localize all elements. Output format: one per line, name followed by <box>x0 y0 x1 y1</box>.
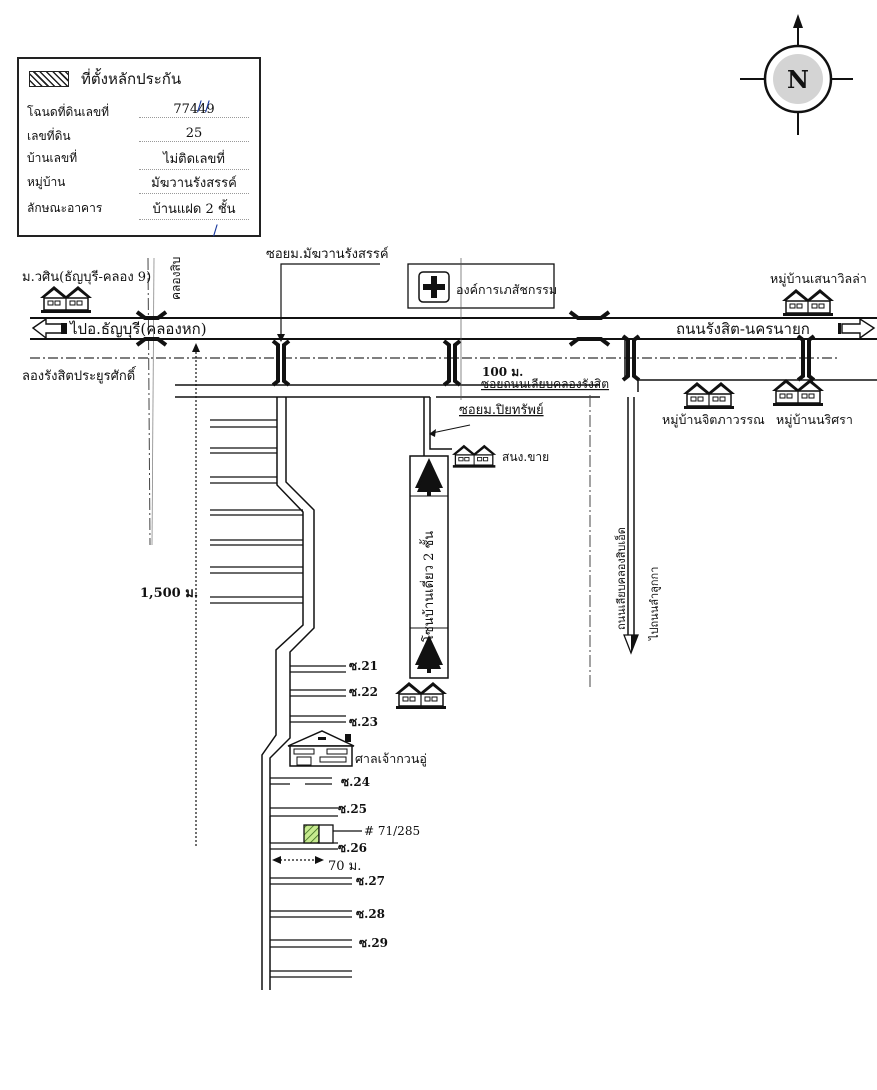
bridge-icon <box>135 310 168 320</box>
label-soi-21: ซ.21 <box>349 659 378 673</box>
legend-row-deed: โฉนดที่ดินเลขที่ 77449 <box>27 102 255 123</box>
house-icon <box>771 378 825 407</box>
label-road-canal-11: ถนนเลียบคลองสิบเอ็ด <box>614 527 628 630</box>
legend-key: เลขที่ดิน <box>27 129 71 143</box>
house-icon <box>39 285 93 314</box>
label-sales-office: สนง.ขาย <box>502 450 549 464</box>
north-compass-icon: N <box>740 14 853 135</box>
label-soi-28: ซ.28 <box>356 907 385 921</box>
label-pharmacy: องค์การเภสัชกรรม <box>456 282 557 297</box>
check-mark-icon: / <box>197 99 202 115</box>
label-soi-22: ซ.22 <box>349 685 378 699</box>
legend-value: ไม่ติดเลขที่ <box>139 148 249 170</box>
label-distance-70: 70 ม. <box>328 859 361 874</box>
label-canal-rangsit: ลองรังสิตประยูรศักดิ์ <box>22 366 137 384</box>
house-icon <box>451 444 497 469</box>
legend-value: บ้านแฝด 2 ชั้น <box>139 198 249 220</box>
shrine-icon <box>287 730 355 767</box>
label-main-road-left: ไปอ.ธัญบุรี(คลองหก) <box>69 320 207 339</box>
label-to-lamlukka: ไปถนนลำลูกกา <box>648 567 661 641</box>
legend-row-village: หมู่บ้าน มัฆวานรังสรรค์ <box>27 172 255 194</box>
collateral-plot[interactable] <box>303 824 320 844</box>
label-soi-26: ซ.26 <box>338 841 367 855</box>
label-zone-single-house: โซนบ้านเดี่ยว 2 ชั้น <box>419 531 437 642</box>
legend-key: โฉนดที่ดินเลขที่ <box>27 105 110 119</box>
check-mark-icon: / <box>213 223 218 239</box>
arrow-left-icon <box>31 317 67 340</box>
legend-key: บ้านเลขที่ <box>27 151 78 165</box>
label-soi-25: ซ.25 <box>338 802 367 816</box>
side-streets-right <box>270 665 352 978</box>
house-icon <box>394 681 448 710</box>
label-soi-piyasap: ซอยม.ปิยทรัพย์ <box>459 402 544 418</box>
legend-row-house-number: บ้านเลขที่ ไม่ติดเลขที่ <box>27 148 255 170</box>
label-village-narisara: หมู่บ้านนริศรา <box>776 412 853 428</box>
soi-piyasap-road <box>423 397 452 458</box>
label-canal-khlong-sip: คลองสิบ <box>169 257 183 300</box>
label-main-road-right: ถนนรังสิต-นครนายก <box>676 320 810 338</box>
canal-khlong-sip <box>147 257 151 546</box>
label-soi-29: ซ.29 <box>359 936 388 950</box>
legend-value: มัฆวานรังสรรค์ <box>139 172 249 194</box>
label-soi-24: ซ.24 <box>341 775 370 789</box>
hatched-collateral-icon <box>29 71 69 87</box>
label-soi-27: ซ.27 <box>356 874 385 888</box>
label-village-senavilla: หมู่บ้านเสนาวิลล่า <box>770 271 867 287</box>
label-shrine: ศาลเจ้ากวนอู่ <box>355 751 427 767</box>
check-mark-icon: / <box>205 99 210 115</box>
label-distance-1500: 1,500 ม. <box>140 586 198 601</box>
label-soi-canal-side: ซอยถนนเลียบคลองรังสิต <box>481 377 609 391</box>
legend-value: 77449 <box>139 102 249 118</box>
legend-title: ที่ตั้งหลักประกัน <box>81 70 182 88</box>
bridge-icon <box>568 310 611 320</box>
soi-makkawan-road <box>261 397 315 990</box>
arrow-right-icon <box>838 317 876 340</box>
legend-row-land-number: เลขที่ดิน 25 <box>27 126 255 147</box>
legend-key: ลักษณะอาคาร <box>27 201 103 215</box>
label-village-wathin: ม.วศิน(ธัญบุรี-คลอง 9) <box>22 269 151 285</box>
label-property-number: # 71/285 <box>364 824 420 838</box>
label-village-jitpawan: หมู่บ้านจิตภาวรรณ <box>662 412 765 428</box>
side-streets-left <box>210 419 303 604</box>
compass-north-label: N <box>787 65 809 94</box>
legend-row-building-type: ลักษณะอาคาร บ้านแฝด 2 ชั้น <box>27 198 255 220</box>
legend-box: ที่ตั้งหลักประกัน โฉนดที่ดินเลขที่ 77449… <box>17 57 261 239</box>
label-distance-100: 100 ม. <box>482 365 523 379</box>
label-soi-23: ซ.23 <box>349 715 378 729</box>
legend-key: หมู่บ้าน <box>27 175 66 189</box>
house-icon <box>682 381 736 410</box>
legend-value: 25 <box>139 126 249 142</box>
label-soi-makkawan: ซอยม.มัฆวานรังสรรค์ <box>266 246 389 262</box>
house-icon <box>781 288 835 317</box>
